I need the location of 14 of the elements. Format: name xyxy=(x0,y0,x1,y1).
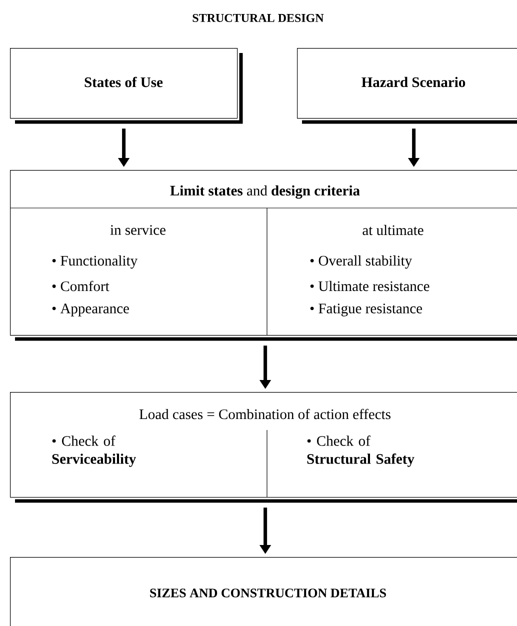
bullet-item: • Check of Structural Safety xyxy=(307,436,414,467)
bullet-item: • Fatigue resistance xyxy=(310,304,422,316)
input-box: States of Use xyxy=(10,48,243,124)
bullet-item: • Functionality xyxy=(52,255,138,269)
bullet-item: • Appearance xyxy=(52,304,129,316)
bullet-item: • Overall stability xyxy=(310,255,412,269)
diagram-title: STRUCTURAL DESIGN xyxy=(192,14,324,22)
bullet-item: • Ultimate resistance xyxy=(310,280,430,292)
bullet-item: • Check of Serviceability xyxy=(52,436,136,467)
column-heading: at ultimate xyxy=(362,224,424,236)
result-box: SIZES AND CONSTRUCTION DETAILS xyxy=(10,557,517,626)
input-box: Hazard Scenario xyxy=(297,48,517,124)
column-heading: in service xyxy=(110,225,166,235)
bullet-item: • Comfort xyxy=(52,280,110,292)
